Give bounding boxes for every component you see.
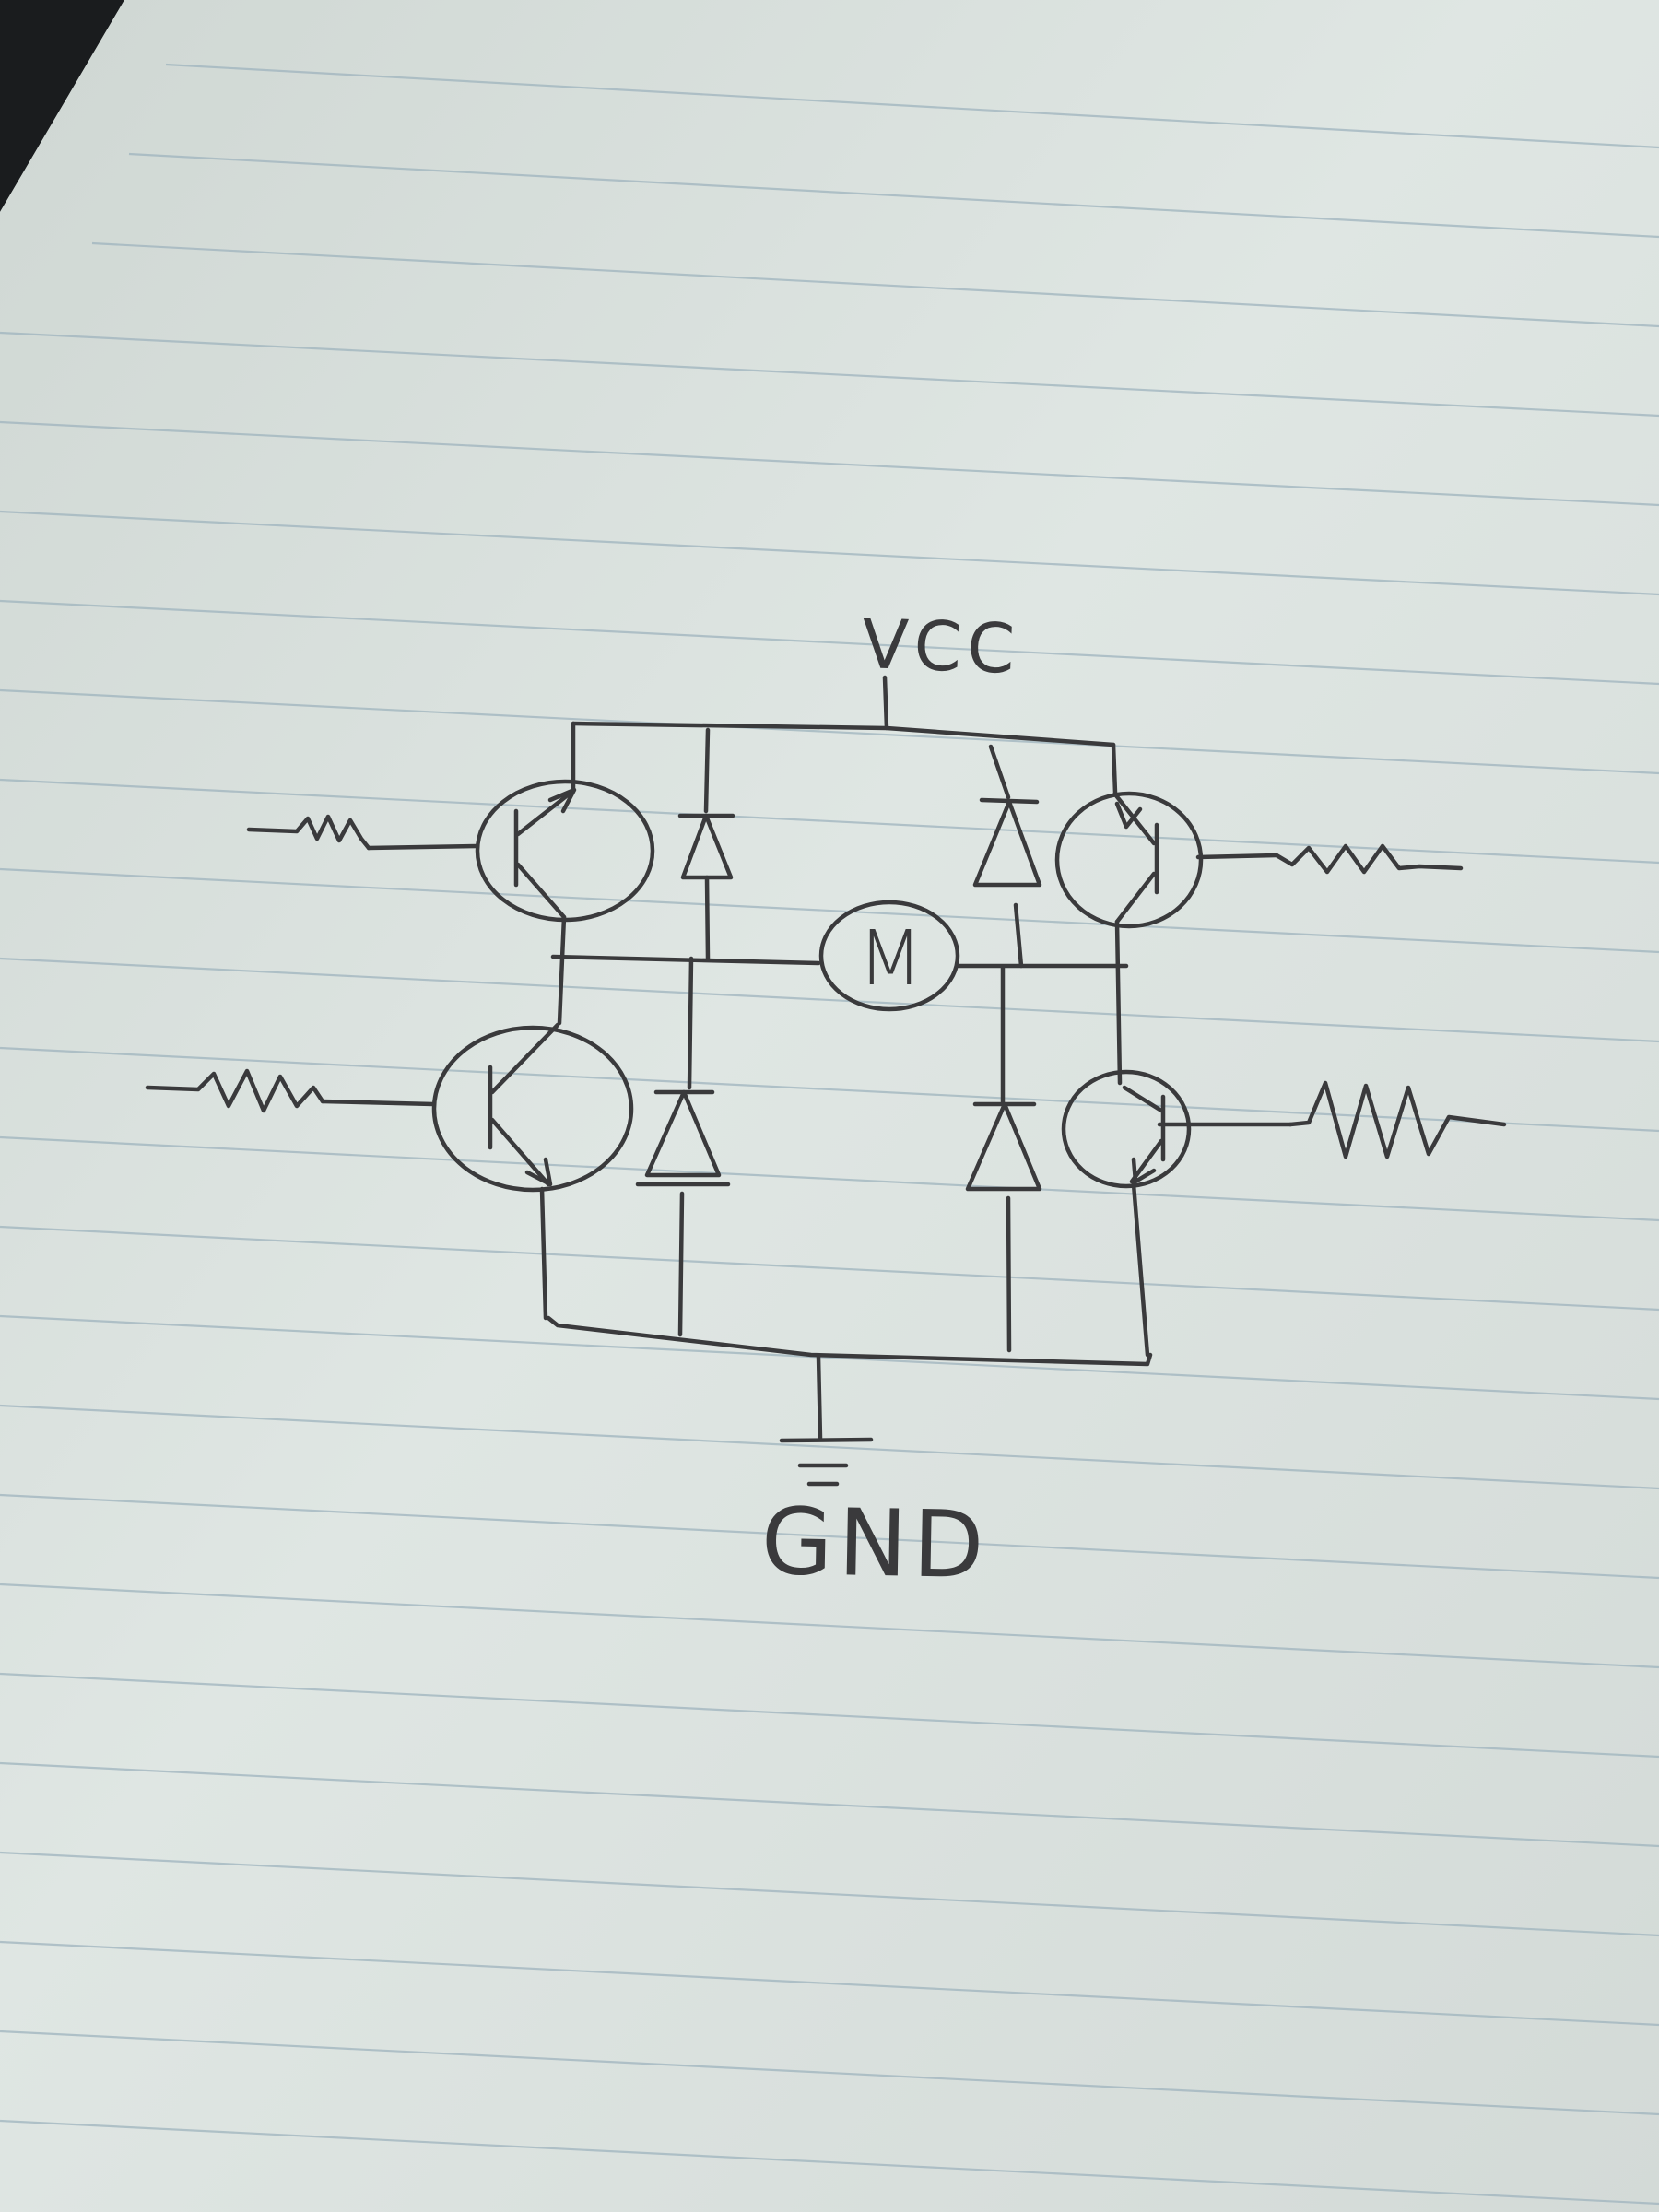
ruled-line [0,957,1659,1043]
circuit-ink [145,675,1507,1487]
resistor-top-right [1274,843,1464,875]
ruled-line [0,1225,1659,1312]
ruled-line [0,1672,1659,1759]
right-column-bottom [1131,1182,1150,1358]
ruled-line [0,1940,1659,2027]
left-motor-rail [550,954,821,966]
ruled-line [0,867,1659,954]
ruled-line [128,152,1659,239]
gnd-label: GND [760,1487,991,1600]
gnd-rail [546,1315,1153,1367]
vcc-lead [882,675,889,731]
diode-bottom-right [965,1101,1042,1192]
ruled-line [0,1314,1659,1401]
ruled-line [0,1583,1659,1669]
ruled-line [91,241,1659,328]
left-column-bottom [539,1186,548,1321]
ruled-line [0,420,1659,507]
resistor-bottom-left [145,1068,325,1113]
resistor-top-left [246,814,371,851]
diode-top-left-wire [703,727,711,814]
ruled-line [0,1493,1659,1580]
diode-bottom-right-wire-lower [1006,1195,1012,1353]
ruled-line [165,63,1659,149]
ruled-line [0,1851,1659,1937]
ruled-line [0,688,1659,775]
ruled-line [0,1135,1659,1222]
ruled-line [0,510,1659,596]
ruled-line [0,2030,1659,2116]
diode-bottom-left-wire [687,956,694,1090]
diode-bottom-left-wire-lower [677,1191,685,1337]
ground-symbol [779,1437,874,1487]
transistor-top-left [475,779,655,923]
motor-label: M [858,915,924,1003]
ruled-line [0,2119,1659,2206]
transistor-bottom-right [1061,1069,1192,1189]
base-wire-top-left [366,843,480,851]
ruled-line [0,1404,1659,1490]
diode-top-right-wire-lower [1013,902,1024,969]
diode-top-left [677,813,735,880]
right-column-mid [1114,919,1123,1086]
diode-top-right [972,797,1042,888]
gnd-lead [816,1354,823,1441]
ruled-lines [0,63,1659,2206]
ruled-line [0,1761,1659,1848]
vcc-label: VCC [860,605,1022,689]
right-column-top [1111,742,1118,795]
ruled-line [0,599,1659,686]
diode-top-left-wire-lower [704,875,711,961]
resistor-bottom-right [1288,1080,1507,1159]
diode-top-right-wire [988,744,1011,800]
diode-bottom-left [635,1089,731,1187]
vcc-rail [571,721,1116,747]
ruled-line [0,1046,1659,1133]
base-wire-bottom-left [320,1099,436,1107]
ruled-line [0,331,1659,418]
transistor-bottom-left [431,1022,634,1193]
motor-symbol [818,900,960,1012]
transistor-top-right [1054,791,1204,929]
base-wire-top-right [1195,853,1279,860]
